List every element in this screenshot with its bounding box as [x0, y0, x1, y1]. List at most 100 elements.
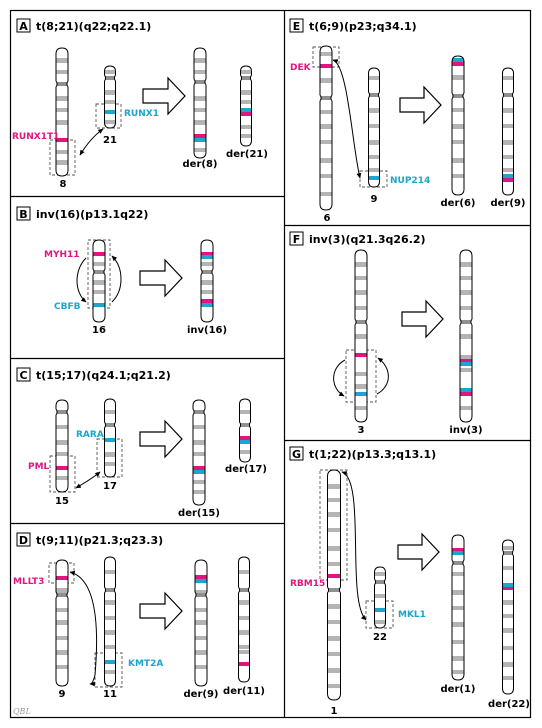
panel-d-der11	[238, 556, 250, 683]
panel-g-chr22-band-0	[374, 572, 386, 576]
panel-d-der9-fusion-band-a-0	[195, 575, 207, 579]
panel-d-der9-centromere	[195, 593, 207, 597]
panel-a-der8-band-2	[194, 96, 206, 101]
panel-a-chr21-fusion-band-b-0	[104, 110, 116, 114]
panel-c-chr15-fusion-band-a-0	[56, 466, 68, 470]
panel-f-transition-arrow	[401, 299, 444, 339]
panel-e-chr9-band-3	[368, 140, 380, 145]
panel-e-der6-band-0	[452, 75, 464, 80]
panel-d-chr9-band-4	[56, 650, 68, 655]
panel-f-chr3	[354, 249, 368, 423]
panel-g-arrow	[341, 471, 367, 621]
panel-c-der17-band-1	[239, 450, 251, 454]
panel-a-chr21-band-0	[104, 70, 116, 74]
panel-c-chr17-centromere	[104, 423, 116, 427]
panel-d-letter: D	[19, 534, 28, 547]
chromosome-labels: 8 21 der(8) der(21) 16 inv(16) 15 17 der…	[55, 135, 530, 717]
panel-f-chr-label: 3	[358, 425, 365, 436]
panel-e-der9-centromere	[502, 93, 514, 97]
panel-grid	[9, 9, 532, 719]
panel-g-der22-centromere	[502, 551, 514, 555]
panel-b-transition-arrow	[139, 258, 183, 298]
panel-d-der11-band-5	[238, 650, 250, 654]
panel-a-der21-band-2	[240, 100, 252, 104]
panel-g-letter: G	[292, 448, 301, 461]
panel-e-der9-band-2	[502, 124, 514, 128]
panel-a-der8-band-1	[194, 70, 206, 74]
panel-d-chr9-fusion-band-a-0	[56, 576, 68, 580]
panel-e-chr6-band-5	[320, 158, 332, 163]
panel-g-der22-band-0	[502, 546, 514, 550]
panel-g-chr1-band-8	[327, 636, 341, 641]
panel-f-title: inv(3)(q21.3q26.2)	[309, 233, 426, 246]
panel-g-der1-fusion-band-b-0	[452, 551, 464, 555]
panel-a-chr8	[55, 47, 69, 177]
panel-a-chr8-outline	[55, 47, 69, 177]
panel-e-chr9	[368, 67, 380, 188]
panel-d-der9-outline	[194, 559, 208, 687]
panel-c-chr15-band-0	[56, 425, 68, 429]
panel-a-title: t(8;21)(q22;q22.1)	[36, 20, 151, 33]
panel-e-chr6-band-2	[320, 110, 332, 114]
panel-b-letter: B	[19, 208, 27, 221]
panel-e-transition-arrow	[399, 85, 442, 125]
panel-d-der-label-a: der(9)	[184, 689, 219, 700]
panel-e-chr9-band-2	[368, 124, 380, 128]
panel-d-der9-band-0	[195, 590, 207, 595]
panel-a-chr8-band-2	[56, 96, 68, 101]
panel-a-chr-label-b: 21	[103, 135, 117, 146]
panel-d-der11-band-4	[238, 645, 250, 649]
panel-c-chr15	[55, 399, 69, 493]
panel-f-inv3-band-6	[460, 368, 472, 372]
panel-c-chr15-band-1	[56, 440, 68, 445]
panel-g-chr1	[327, 469, 341, 701]
panel-a-der8	[193, 47, 207, 159]
panel-e-der9-band-4	[502, 155, 514, 159]
panel-d-der9-band-1	[195, 608, 207, 612]
panel-g-der1-band-1	[452, 590, 464, 595]
panel-b-inv16-fusion-band-a-0	[201, 252, 213, 256]
panel-a-chr8-band-3	[56, 108, 68, 112]
panel-e-der9-fusion-band-a-0	[502, 178, 514, 182]
panel-e-chr9-band-1	[368, 108, 380, 113]
panel-a-der-label-b: der(21)	[226, 149, 268, 160]
panel-c-der15-band-3	[193, 480, 205, 484]
panel-a-chr8-band-6	[56, 160, 68, 165]
panel-c-der15-outline	[192, 399, 206, 506]
panel-a-chr8-fusion-band-a-0	[56, 138, 68, 142]
panel-d-chr9-band-3	[56, 636, 68, 640]
panel-f-inv3-outline	[459, 249, 473, 423]
panel-g-der1-band-3	[452, 622, 464, 627]
panel-g-chr1-band-9	[327, 652, 341, 656]
panel-d-chr11-band-2	[104, 616, 116, 620]
panel-d-der9-band-3	[195, 636, 207, 640]
panel-g-der1-outline	[451, 534, 465, 681]
panel-b-inv16-fusion-band-b-1	[201, 303, 213, 307]
panel-e-der-label-b: der(9)	[491, 198, 526, 209]
panel-g-chr22	[374, 566, 386, 629]
panel-d-chr11-fusion-band-b-0	[104, 660, 116, 664]
panel-e-der6-band-2	[452, 124, 464, 129]
panel-c-chr15-band-2	[56, 452, 68, 456]
panel-a-der21-band-1	[240, 90, 252, 95]
panel-g-chr1-band-11	[327, 684, 341, 688]
panel-c-der17-centromere	[239, 423, 251, 427]
panel-g-chr1-band-0	[327, 484, 341, 489]
panel-d-transition-arrow	[139, 591, 183, 631]
panel-c-der17	[239, 398, 251, 463]
panel-d-der11-outline	[238, 556, 250, 683]
panel-c-der15-band-1	[193, 440, 205, 445]
panel-f-chr3-band-3	[355, 306, 367, 310]
panel-f-chr3-band-4	[355, 334, 367, 339]
panel-f-inv3-band-2	[460, 290, 472, 295]
exchange-arrows	[69, 59, 389, 687]
panel-b-inv16-fusion-band-a-1	[201, 299, 213, 303]
panel-f-chr3-band-0	[355, 262, 367, 267]
panel-g-der22-band-2	[502, 600, 514, 605]
panel-f-inv3-fusion-band-a-0	[460, 359, 472, 363]
panel-a-der8-band-4	[194, 120, 206, 125]
panel-c-der17-fusion-band-a-0	[239, 436, 251, 440]
panel-e-chr6-band-0	[320, 52, 332, 56]
panel-g-chr1-band-6	[327, 604, 341, 609]
panel-a-chr8-band-4	[56, 120, 68, 125]
